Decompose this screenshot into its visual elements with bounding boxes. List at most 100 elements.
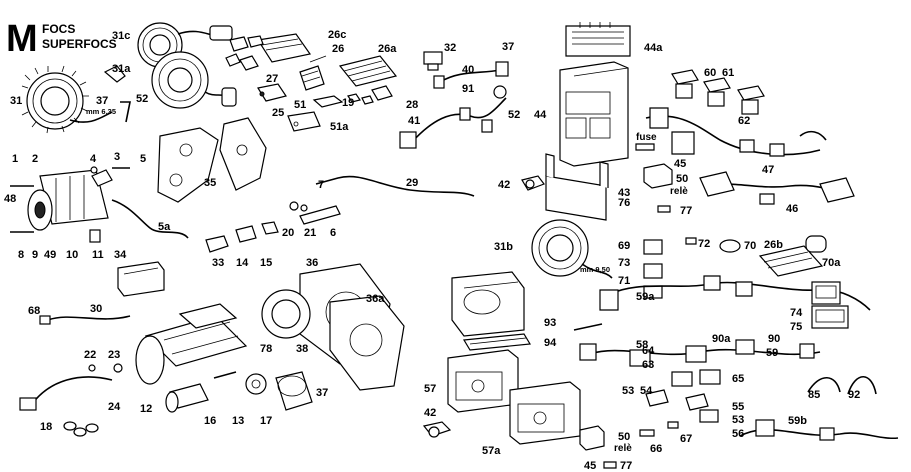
callout-71: 71 [618,275,630,287]
callout-77-top: 77 [680,205,692,217]
callout-26a: 26a [378,43,397,55]
callout-34: 34 [114,249,127,261]
bracket-51 [287,95,344,132]
connector-32 [423,51,443,71]
callout-62: 62 [738,115,750,127]
callout-27: 27 [266,73,278,85]
callout-29: 29 [406,177,418,189]
callout-19: 19 [342,97,354,109]
callout-54: 54 [640,385,653,397]
regulator-26b [758,245,824,277]
callout-77-bottom: 77 [620,460,632,472]
harness-41 [399,97,507,149]
callout-59: 59 [766,347,778,359]
callout-44a: 44a [644,42,663,54]
callout-75: 75 [790,321,802,333]
plate-25 [257,83,287,102]
callout-21: 21 [304,227,316,239]
bracket-35 [219,117,267,191]
callout-16: 16 [204,415,216,427]
callout-60: 60 [704,67,716,79]
callout-26c: 26c [328,29,346,41]
callout-51a: 51a [330,121,349,133]
callout-58: 58 [636,339,648,351]
sensor-14 [235,225,257,243]
wire-52 [120,101,131,123]
callout-90a: 90a [712,333,731,345]
callout-93: 93 [544,317,556,329]
callout-37-right: 37 [502,41,514,53]
ecu-57 [447,349,519,413]
cable-30 [39,315,131,325]
sensor-15 [261,221,279,235]
callout-50-top: 50 [676,173,688,185]
connectors-64-65 [671,369,721,387]
section-title-superfocs: SUPERFOCS [42,37,117,51]
callout-78: 78 [260,343,272,355]
connectors-60-61-62 [671,69,765,115]
display-74 [811,281,841,305]
callout-67: 67 [680,433,692,445]
callout-17: 17 [260,415,272,427]
callout-44: 44 [534,109,547,121]
callout-42-top: 42 [498,179,510,191]
callout-70: 70 [744,240,756,252]
callout-56: 56 [732,428,744,440]
callout-90: 90 [768,333,780,345]
ecu-44a [565,22,631,57]
section-title-focs: FOCS [42,22,76,36]
callout-28: 28 [406,99,418,111]
clips-18 [63,421,99,437]
bolt-13 [213,371,237,379]
regulator-26c [225,33,312,71]
callout-26b: 26b [764,239,783,251]
callout-18: 18 [40,421,52,433]
callout-38: 38 [296,343,308,355]
callout-63: 63 [642,359,654,371]
fuse-66 [639,429,655,437]
fuse-box-34 [117,261,165,297]
callout-52-left: 52 [136,93,148,105]
cap-70a [805,235,827,253]
connectors-53-54-55 [645,389,719,423]
regulator-26a [338,55,398,105]
callout-41: 41 [408,115,420,127]
panel-93 [451,271,525,337]
callout-15: 15 [260,257,272,269]
callout-13: 13 [232,415,244,427]
callout-36a: 36a [366,293,385,305]
harness-59a [599,275,871,311]
callout-5: 5 [140,153,146,165]
callout-12: 12 [140,403,152,415]
display-75 [811,305,849,329]
stator-31 [21,65,113,134]
callout-70a: 70a [822,257,841,269]
callout-5a: 5a [158,221,171,233]
callout-7: 7 [318,179,324,191]
callout-22: 22 [84,349,96,361]
callout-33: 33 [212,257,224,269]
callout-10: 10 [66,249,78,261]
harness-47 [645,107,827,157]
callout-49: 49 [44,249,56,261]
harness-58-59 [579,339,821,367]
cable-7-29 [315,175,475,197]
annotation-rele-top: relè [670,186,688,197]
connectors-69-73-71 [643,239,663,299]
callout-47: 47 [762,164,774,176]
callout-59a: 59a [636,291,655,303]
bracket-5 [157,127,219,203]
knob-42-top [521,175,545,191]
callout-9: 9 [32,249,38,261]
callout-32: 32 [444,42,456,54]
callout-57a: 57a [482,445,501,457]
clip-11 [89,229,101,243]
nut-22 [88,364,96,372]
fuse-67 [667,421,679,429]
callout-11: 11 [92,249,104,261]
callout-85: 85 [808,389,820,401]
callout-76: 76 [618,197,630,209]
callout-31a: 31a [112,63,131,75]
stator-31b [531,219,613,279]
